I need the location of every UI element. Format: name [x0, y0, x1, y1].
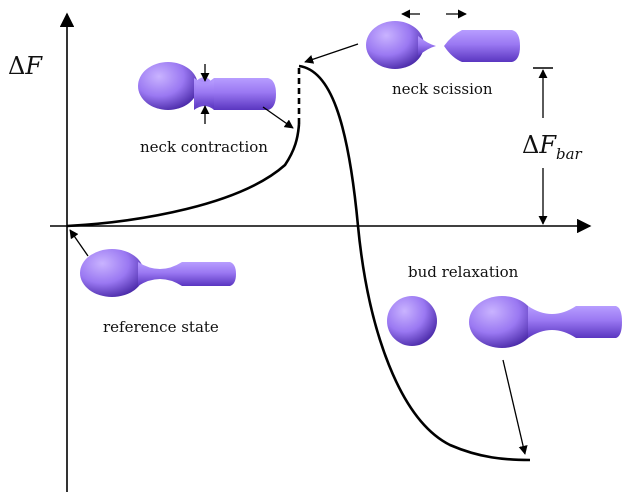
neck-scission-pointer-arrow: [304, 43, 359, 64]
neck-contraction-shape: [138, 62, 276, 110]
barrier-label-subscript: bar: [556, 145, 583, 163]
energy-curve-rising: [66, 123, 301, 228]
neck-scission-shape: [366, 21, 520, 69]
energy-curve-falling: [298, 64, 531, 462]
reference-state-label: reference state: [103, 318, 219, 336]
y-axis-label-symbol: F: [24, 52, 43, 80]
barrier-label: ΔFbar: [522, 131, 583, 163]
y-axis-label-delta: Δ: [8, 52, 25, 80]
bud-relaxation-label: bud relaxation: [408, 263, 519, 281]
bud-relaxation-pointer-arrow: [502, 359, 528, 455]
neck-contraction-label: neck contraction: [140, 138, 268, 156]
barrier-label-delta: Δ: [522, 131, 539, 159]
barrier-label-symbol: F: [538, 131, 557, 159]
reference-state-pointer-arrow: [69, 229, 89, 257]
neck-contraction-pointer-arrow: [262, 106, 294, 129]
released-bud-sphere: [387, 296, 437, 346]
reference-state-shape: [80, 249, 236, 297]
y-axis-label: ΔF: [8, 52, 43, 80]
relaxed-neck-shape: [469, 296, 622, 348]
neck-scission-label: neck scission: [392, 80, 493, 98]
